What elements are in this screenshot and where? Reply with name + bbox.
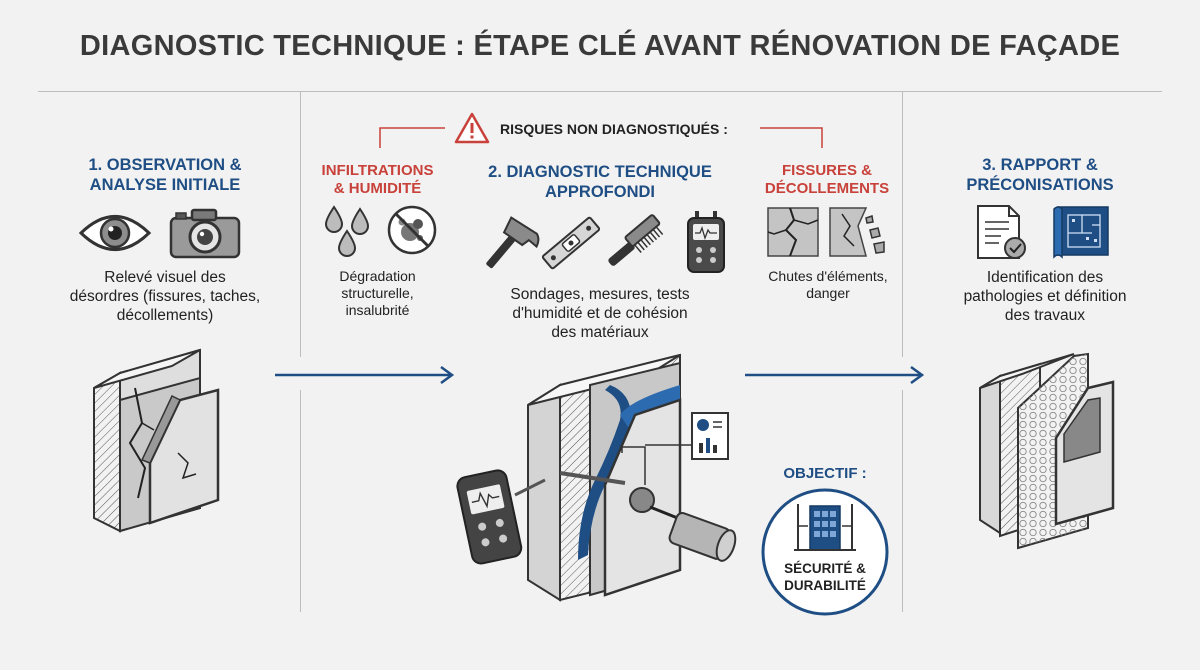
step1-desc-line2: désordres (fissures, taches, bbox=[69, 288, 261, 305]
risk2-heading-line1: FISSURES & bbox=[781, 162, 872, 179]
step1-description: Relevé visuel des désordres (fissures, t… bbox=[30, 268, 300, 325]
risk1-heading-line1: INFILTRATIONS bbox=[321, 162, 434, 179]
objective-line1: SÉCURITÉ & bbox=[784, 561, 866, 576]
step2-heading-line2: APPROFONDI bbox=[544, 183, 655, 201]
risk1-desc-line1: Dégradation bbox=[339, 268, 416, 284]
risk1-heading: INFILTRATIONS & HUMIDITÉ bbox=[305, 162, 450, 198]
title-divider bbox=[38, 91, 1162, 92]
cracked-tile-icon bbox=[767, 207, 819, 257]
camera-icon bbox=[169, 208, 241, 259]
risk-banner-label: RISQUES NON DIAGNOSTIQUÉS : bbox=[500, 121, 728, 137]
column-divider-right-top bbox=[902, 92, 903, 357]
column-divider-left-bottom bbox=[300, 390, 301, 612]
moisture-meter-icon bbox=[687, 211, 725, 273]
step3-desc-line2: pathologies et définition bbox=[963, 288, 1127, 305]
step2-heading: 2. DIAGNOSTIC TECHNIQUE APPROFONDI bbox=[460, 162, 740, 202]
hammer-icon bbox=[486, 216, 540, 269]
objective-label: OBJECTIF : bbox=[783, 465, 867, 482]
risk2-heading: FISSURES & DÉCOLLEMENTS bbox=[752, 162, 902, 198]
risk2-heading-line2: DÉCOLLEMENTS bbox=[764, 180, 890, 197]
renovated-wall-illustration bbox=[979, 352, 1115, 550]
step2-desc-line2: d'humidité et de cohésion bbox=[512, 305, 688, 322]
column-divider-right-bottom bbox=[902, 390, 903, 612]
step1-desc-line1: Relevé visuel des bbox=[104, 269, 226, 286]
blueprint-icon bbox=[1053, 206, 1109, 259]
risk1-description: Dégradation structurelle, insalubrité bbox=[305, 268, 450, 319]
falling-debris-icon bbox=[829, 207, 885, 257]
step2-heading-line1: 2. DIAGNOSTIC TECHNIQUE bbox=[488, 163, 712, 181]
risk1-heading-line2: & HUMIDITÉ bbox=[333, 180, 422, 197]
arrow-step1-to-step2 bbox=[275, 365, 455, 385]
diagnostic-wall-illustration bbox=[456, 353, 737, 602]
water-drops-icon bbox=[324, 205, 370, 257]
wire-brush-icon bbox=[608, 214, 664, 266]
column-divider-left-top bbox=[300, 92, 301, 357]
risk2-desc-line1: Chutes d'éléments, bbox=[768, 268, 888, 284]
step2-description: Sondages, mesures, tests d'humidité et d… bbox=[455, 285, 745, 342]
step1-heading-line1: 1. OBSERVATION & bbox=[88, 156, 242, 174]
eye-icon bbox=[78, 215, 152, 251]
building-icon bbox=[794, 504, 856, 551]
report-icon bbox=[977, 205, 1026, 259]
step1-heading-line2: ANALYSE INITIALE bbox=[89, 176, 241, 194]
step3-heading-line2: PRÉCONISATIONS bbox=[966, 176, 1114, 194]
step2-desc-line1: Sondages, mesures, tests bbox=[510, 286, 690, 303]
cracked-wall-illustration bbox=[93, 348, 220, 533]
risk2-desc-line2: danger bbox=[806, 285, 850, 301]
objective-line2: DURABILITÉ bbox=[784, 578, 866, 593]
step3-heading: 3. RAPPORT & PRÉCONISATIONS bbox=[910, 155, 1170, 195]
page-title: DIAGNOSTIC TECHNIQUE : ÉTAPE CLÉ AVANT R… bbox=[79, 30, 1121, 62]
step2-desc-line3: des matériaux bbox=[551, 324, 649, 341]
warning-icon bbox=[454, 112, 490, 144]
step1-desc-line3: décollements) bbox=[116, 307, 214, 324]
step1-heading: 1. OBSERVATION & ANALYSE INITIALE bbox=[40, 155, 290, 195]
step3-description: Identification des pathologies et défini… bbox=[915, 268, 1175, 325]
spirit-level-icon bbox=[541, 216, 601, 270]
objective-badge bbox=[761, 488, 889, 616]
risk1-desc-line3: insalubrité bbox=[345, 302, 410, 318]
step3-heading-line1: 3. RAPPORT & bbox=[982, 156, 1098, 174]
step3-desc-line3: des travaux bbox=[1004, 307, 1086, 324]
risk2-description: Chutes d'éléments, danger bbox=[748, 268, 908, 302]
mold-prohibited-icon bbox=[387, 205, 437, 255]
objective-text: SÉCURITÉ & DURABILITÉ bbox=[765, 560, 885, 594]
arrow-step2-to-step3 bbox=[745, 365, 925, 385]
step3-desc-line1: Identification des bbox=[986, 269, 1104, 286]
risk1-desc-line2: structurelle, bbox=[341, 285, 414, 301]
